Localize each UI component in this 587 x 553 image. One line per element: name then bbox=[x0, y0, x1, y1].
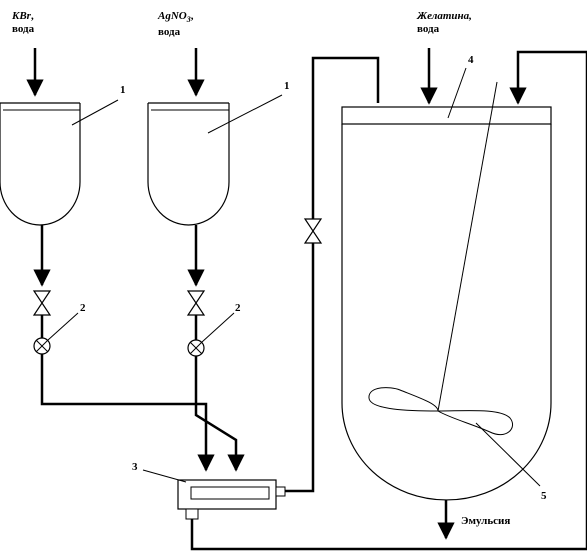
agno3-pipe-to-mixer bbox=[194, 356, 245, 472]
gelatin-carrier: вода bbox=[417, 23, 440, 35]
tank1-right-leader bbox=[207, 94, 283, 134]
kbr-carrier-sep: , bbox=[30, 10, 34, 22]
mixer-bottom-pipe bbox=[190, 519, 587, 551]
valve2-left-leader bbox=[47, 312, 79, 341]
emulsion-label: Эмульсия bbox=[461, 515, 511, 527]
valve2-right-leader bbox=[201, 312, 235, 343]
callout-2-right: 2 bbox=[235, 302, 241, 314]
recirculation-pipe-top bbox=[311, 56, 380, 219]
callout-2-left: 2 bbox=[80, 302, 86, 314]
kbr-reagent: KBr bbox=[12, 10, 31, 22]
agno3-flowmeter-icon bbox=[187, 339, 205, 357]
agno3-reagent: AgNO bbox=[158, 10, 187, 22]
gelatin-input-label: Желатина, вода bbox=[417, 10, 472, 36]
kbr-input-label: KBr, вода bbox=[12, 10, 34, 36]
agno3-valve-icon bbox=[186, 290, 206, 316]
agno3-subscript: 3 bbox=[186, 15, 191, 25]
recirculation-valve-icon bbox=[303, 218, 323, 244]
lid4-leader bbox=[447, 67, 467, 119]
agno3-carrier: вода bbox=[158, 26, 181, 39]
callout-4: 4 bbox=[468, 54, 474, 66]
reactor-return-pipe bbox=[509, 50, 587, 549]
callout-5: 5 bbox=[541, 490, 547, 502]
agno3-tank bbox=[147, 102, 230, 226]
kbr-valve-icon bbox=[32, 290, 52, 316]
stirrer5-leader bbox=[475, 422, 541, 487]
callout-1-right: 1 bbox=[284, 80, 290, 92]
kbr-carrier: вода bbox=[12, 23, 35, 35]
reactor-vessel bbox=[341, 106, 552, 501]
tank1-left-leader bbox=[71, 99, 119, 126]
gelatin-reagent: Желатина, bbox=[417, 10, 472, 22]
stirrer bbox=[368, 81, 513, 436]
agno3-input-label: AgNO3, вода bbox=[158, 10, 193, 39]
recirculation-pipe bbox=[285, 243, 315, 493]
callout-3: 3 bbox=[132, 461, 138, 473]
kbr-pipe-to-mixer bbox=[40, 354, 215, 472]
mixer3-leader bbox=[142, 469, 187, 483]
callout-1-left: 1 bbox=[120, 84, 126, 96]
kbr-tank bbox=[0, 102, 81, 226]
agno3-sep: , bbox=[190, 10, 194, 22]
mixer bbox=[177, 479, 286, 520]
kbr-flowmeter-icon bbox=[33, 337, 51, 355]
